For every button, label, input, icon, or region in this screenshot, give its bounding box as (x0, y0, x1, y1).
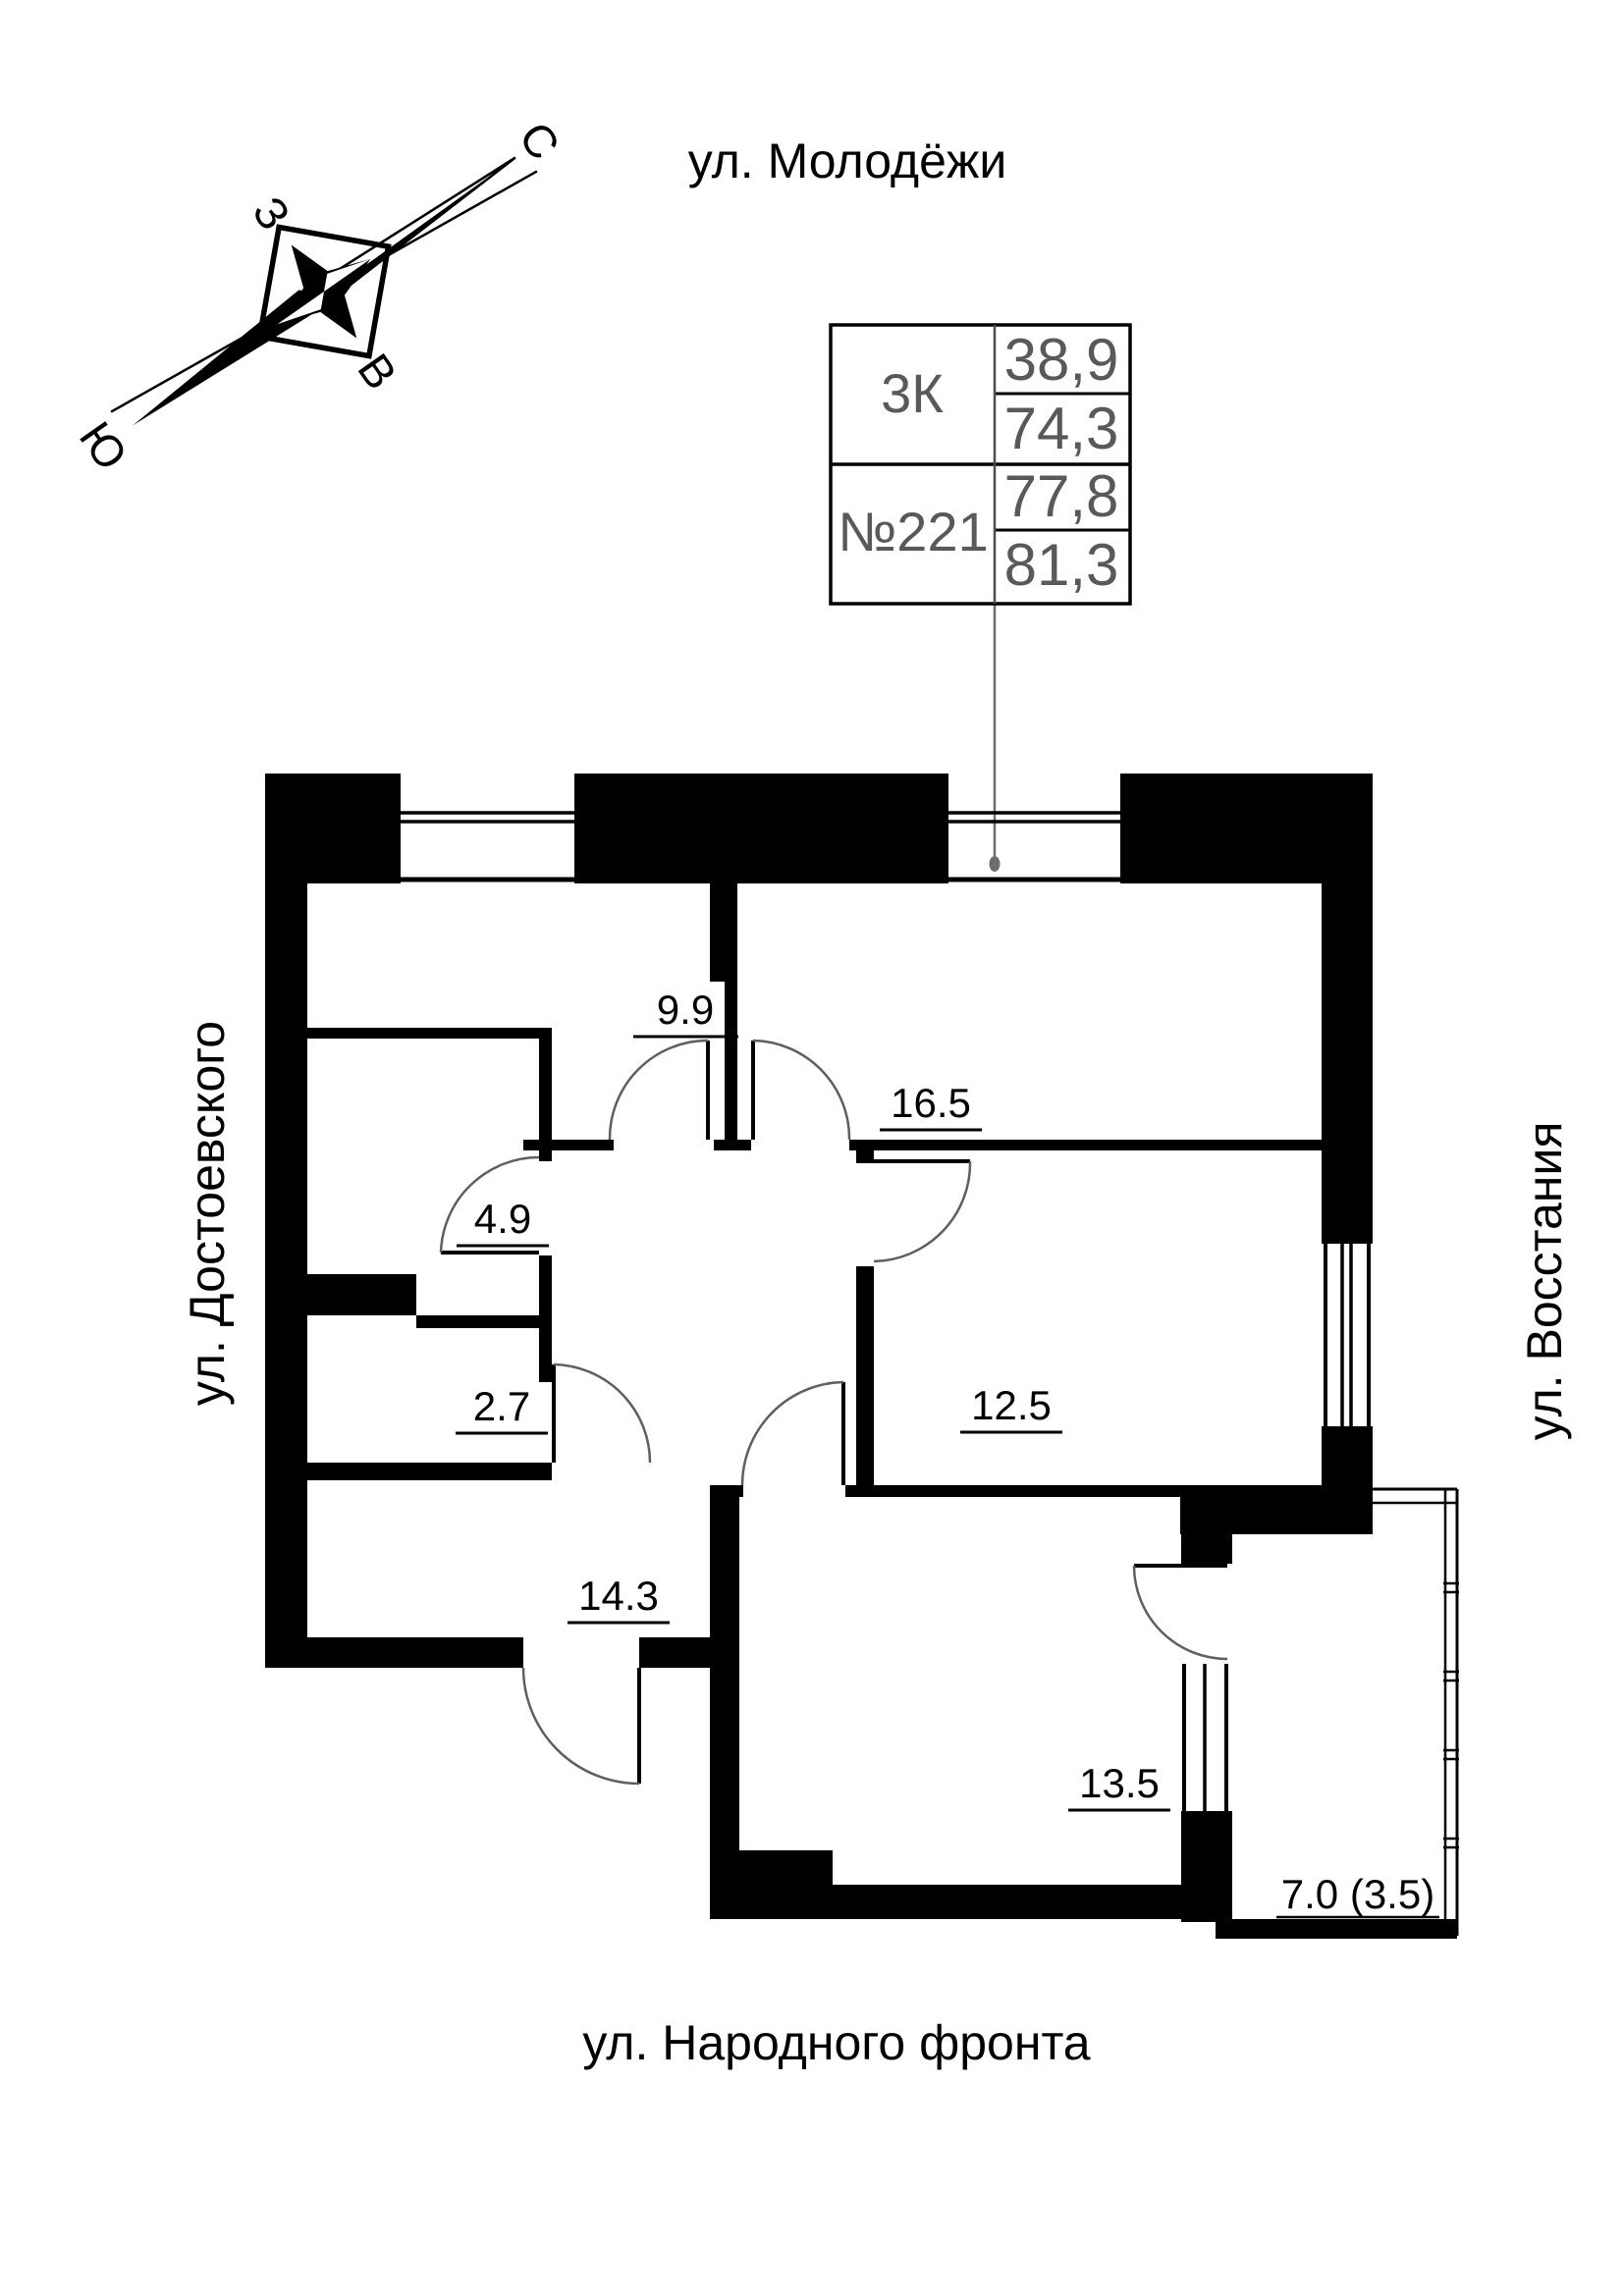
wall-room3-right-a (539, 1028, 552, 1161)
area-value-1: 38,9 (1004, 327, 1119, 393)
wall-room5-bottom-thin (856, 1485, 1180, 1497)
area-value-2: 74,3 (1004, 396, 1119, 461)
interior-walls (304, 883, 1322, 1497)
wall-room4-right (539, 1315, 552, 1382)
street-label-top: ул. Молодёжи (688, 133, 1007, 188)
wall-room3-right-b (539, 1255, 552, 1328)
room-area-label-1: 9.9 (657, 987, 714, 1033)
wall-a-thin (725, 982, 737, 1150)
balcony-glazing (1373, 1487, 1459, 1936)
leader-dot (989, 856, 1001, 872)
area-value-4: 81,3 (1004, 532, 1119, 598)
wall-bottom-left-a (265, 1637, 523, 1668)
compass-rose: С Ю З В (70, 113, 570, 479)
unit-type: 3К (881, 362, 944, 424)
street-label-right: ул. Восстания (1517, 1122, 1572, 1441)
wall-room5-west-a (856, 1150, 874, 1163)
compass-needle-south (133, 290, 320, 426)
wall-b-2 (714, 1140, 751, 1150)
wall-top-2 (574, 774, 948, 883)
wall-room3-top (304, 1028, 541, 1039)
door-arc-room2 (752, 1039, 851, 1141)
door-arc-balcony (1132, 1565, 1228, 1661)
door-arc-kitchen (740, 1380, 844, 1486)
street-label-bottom: ул. Народного фронта (582, 2015, 1090, 2070)
wall-room4-bottom (304, 1463, 552, 1480)
wall-b-1 (523, 1140, 614, 1150)
wall-kitchen-west (710, 1485, 739, 1919)
wall-room5-west-b (856, 1266, 874, 1485)
door-arc-entry (521, 1667, 640, 1786)
wall-a-thick (710, 883, 737, 982)
compass-label-north: С (510, 113, 570, 169)
wall-kitchen-north-a (710, 1485, 743, 1497)
door-arc-room1 (608, 1039, 709, 1141)
wall-left (265, 774, 307, 1668)
wall-bottom-main (710, 1885, 1232, 1919)
wall-shaft (739, 1850, 833, 1885)
wall-balcony-bottom (1216, 1919, 1457, 1939)
door-arc-room3 (439, 1155, 540, 1254)
doors (439, 1039, 1228, 1786)
room-area-label-4: 2.7 (473, 1383, 530, 1429)
windows (401, 811, 1371, 1811)
wall-right-upper (1322, 774, 1373, 1244)
wall-balcony-divider-lower (1181, 1811, 1232, 1922)
area-value-3: 77,8 (1004, 463, 1119, 529)
unit-number: №221 (838, 501, 989, 562)
unit-info-table: 3К №221 38,9 74,3 77,8 81,3 (829, 323, 1132, 606)
wall-room4-top-thin (416, 1315, 552, 1328)
room-area-label-3: 4.9 (474, 1196, 531, 1242)
door-arc-room5 (873, 1160, 972, 1263)
room-area-label-8: 7.0 (3.5) (1281, 1871, 1434, 1917)
door-arc-room4 (553, 1362, 652, 1464)
street-label-left: ул. Достоевского (180, 1021, 235, 1406)
room-area-labels: 9.9 16.5 4.9 2.7 12.5 14.3 13.5 7.0 (3.5… (456, 987, 1439, 1919)
room-area-label-5: 12.5 (971, 1382, 1052, 1428)
wall-room4-block (304, 1274, 416, 1315)
compass-label-south: Ю (70, 412, 137, 479)
outer-walls (265, 774, 1457, 1939)
wall-corner-thick (1180, 1485, 1373, 1534)
street-labels: ул. Молодёжи ул. Народного фронта ул. До… (180, 133, 1572, 2070)
wall-b-3 (849, 1140, 1322, 1150)
compass-diamond-frame (256, 224, 392, 359)
wall-kitchen-north-b (845, 1485, 856, 1497)
room-area-label-2: 16.5 (891, 1080, 971, 1126)
room-area-label-7: 13.5 (1079, 1760, 1160, 1806)
room-area-label-6: 14.3 (578, 1573, 659, 1619)
